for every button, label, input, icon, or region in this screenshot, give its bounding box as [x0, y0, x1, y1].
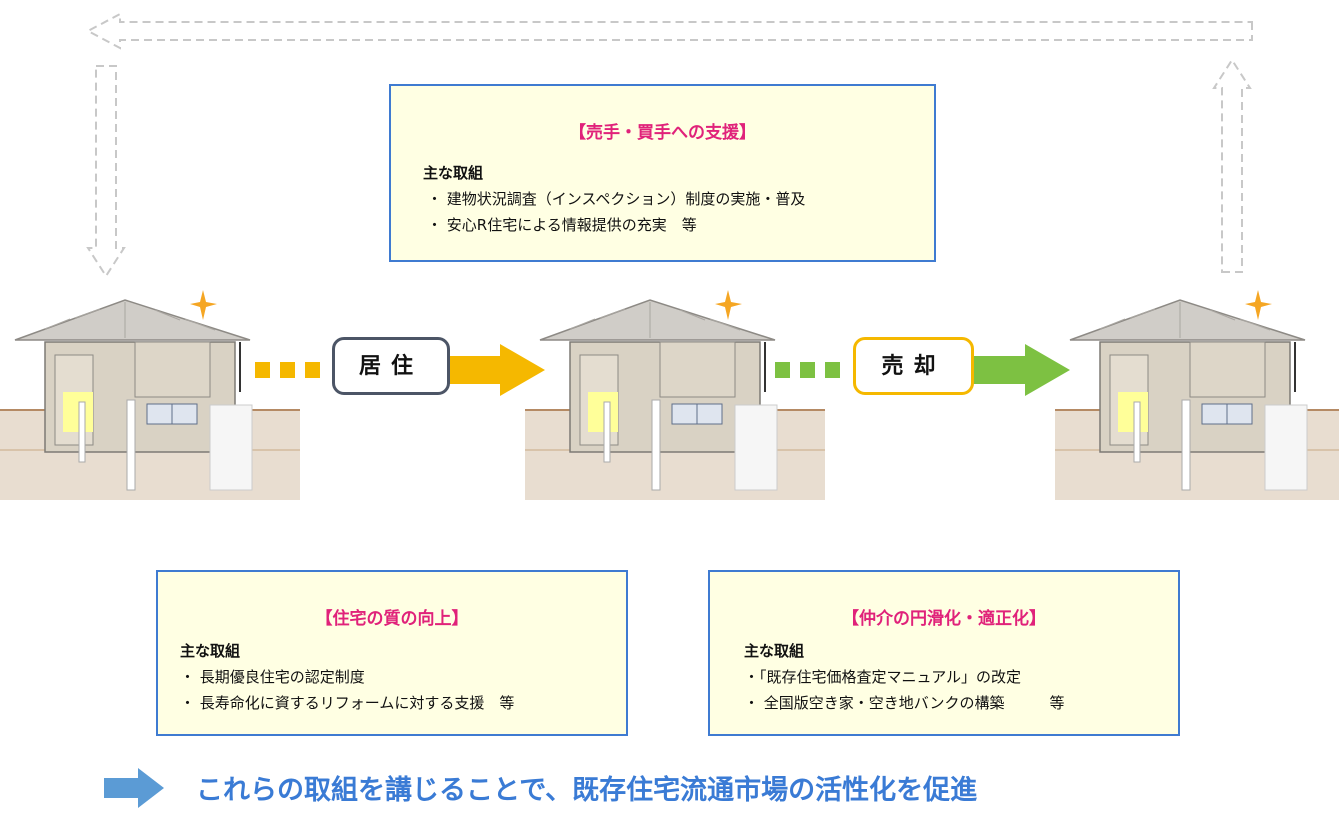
- house-illustrations: [0, 289, 1339, 501]
- quality-box: 【住宅の質の向上】 主な取組 ・ 長期優良住宅の認定制度 ・ 長寿命化に資するリ…: [156, 570, 628, 736]
- sell-arrow: [775, 344, 1070, 396]
- brokerage-box: 【仲介の円滑化・適正化】 主な取組 ・「既存住宅価格査定マニュアル」の改定 ・ …: [708, 570, 1180, 736]
- footer-message: これらの取組を講じることで、既存住宅流通市場の活性化を促進: [196, 775, 978, 806]
- support-item-2: ・ 安心R住宅による情報提供の充実 等: [427, 216, 697, 234]
- reside-label: 居住: [332, 337, 450, 395]
- reside-arrow: [255, 344, 545, 396]
- quality-item-2: ・ 長寿命化に資するリフォームに対する支援 等: [180, 694, 515, 712]
- footer-arrow-icon: [104, 768, 164, 808]
- support-box-title: 【売手・買手への支援】: [569, 123, 756, 143]
- quality-box-title: 【住宅の質の向上】: [315, 609, 469, 629]
- brokerage-box-title: 【仲介の円滑化・適正化】: [842, 609, 1046, 629]
- brokerage-item-2: ・ 全国版空き家・空き地バンクの構築 等: [744, 694, 1065, 712]
- quality-box-heading: 主な取組: [180, 642, 241, 660]
- support-box-heading: 主な取組: [423, 164, 484, 182]
- brokerage-item-1: ・「既存住宅価格査定マニュアル」の改定: [744, 668, 1022, 686]
- support-item-1: ・ 建物状況調査（インスペクション）制度の実施・普及: [427, 190, 806, 208]
- sell-label: 売却: [853, 337, 974, 395]
- loop-arrows: [85, 12, 1253, 278]
- brokerage-box-heading: 主な取組: [744, 642, 805, 660]
- support-box: 【売手・買手への支援】 主な取組 ・ 建物状況調査（インスペクション）制度の実施…: [389, 84, 936, 262]
- quality-item-1: ・ 長期優良住宅の認定制度: [180, 668, 365, 686]
